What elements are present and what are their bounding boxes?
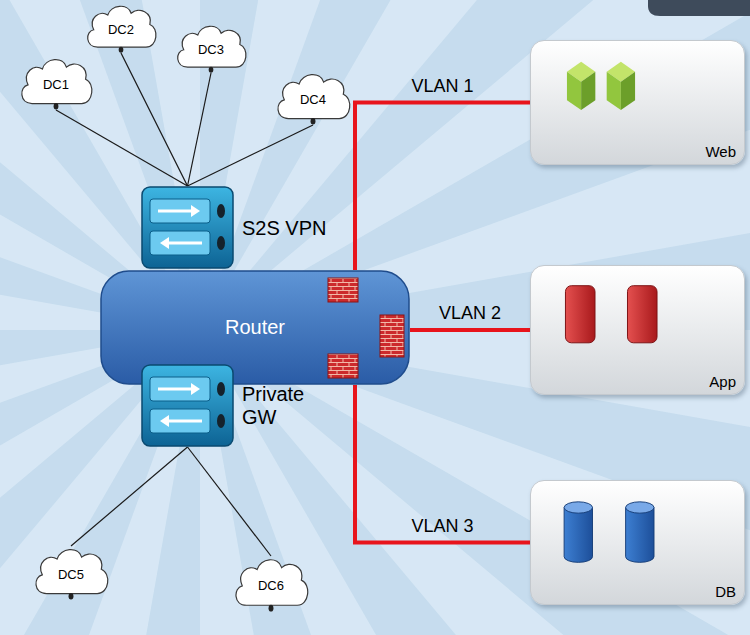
vlan-link	[410, 328, 530, 332]
wan-link	[188, 447, 272, 556]
datacenter-cloud: DC5	[30, 545, 112, 601]
vlan-link	[355, 103, 530, 271]
tier-name: Web	[705, 143, 736, 160]
vlan-label: VLAN 1	[411, 76, 473, 97]
router-label: Router	[225, 316, 285, 339]
vlan-label: VLAN 2	[439, 303, 501, 324]
shape-outline	[140, 363, 235, 448]
shape-outline	[140, 185, 235, 270]
datacenter-name: DC4	[300, 93, 326, 108]
gateway-label: S2S VPN	[242, 216, 326, 239]
vlan-label: VLAN 3	[411, 516, 473, 537]
datacenter-cloud: DC3	[172, 22, 250, 74]
wan-link	[71, 447, 188, 546]
tier-panel: App	[530, 265, 745, 395]
wan-link	[56, 110, 188, 186]
datacenter-cloud: DC2	[82, 2, 160, 54]
tier-panel: DB	[530, 480, 745, 605]
panel-illustration	[531, 481, 744, 604]
datacenter-cloud: DC1	[16, 55, 96, 111]
datacenter-name: DC3	[198, 43, 224, 58]
gateway-label: Private GW	[242, 383, 334, 429]
wan-link	[188, 73, 212, 186]
datacenter-name: DC6	[258, 579, 284, 594]
datacenter-name: DC5	[58, 568, 84, 583]
datacenter-name: DC1	[43, 78, 69, 93]
datacenter-name: DC2	[108, 23, 134, 38]
tier-panel: Web	[530, 40, 745, 165]
datacenter-cloud: DC6	[230, 555, 312, 613]
vpn-gateway: S2S VPN	[140, 185, 235, 270]
vlan-link	[355, 385, 530, 543]
private-gateway: Private GW	[140, 363, 235, 448]
tier-name: DB	[715, 583, 736, 600]
datacenter-cloud: DC4	[272, 70, 354, 126]
wan-link	[188, 125, 314, 186]
corner-tab	[648, 0, 750, 16]
wan-link	[121, 53, 188, 186]
tier-name: App	[709, 373, 736, 390]
